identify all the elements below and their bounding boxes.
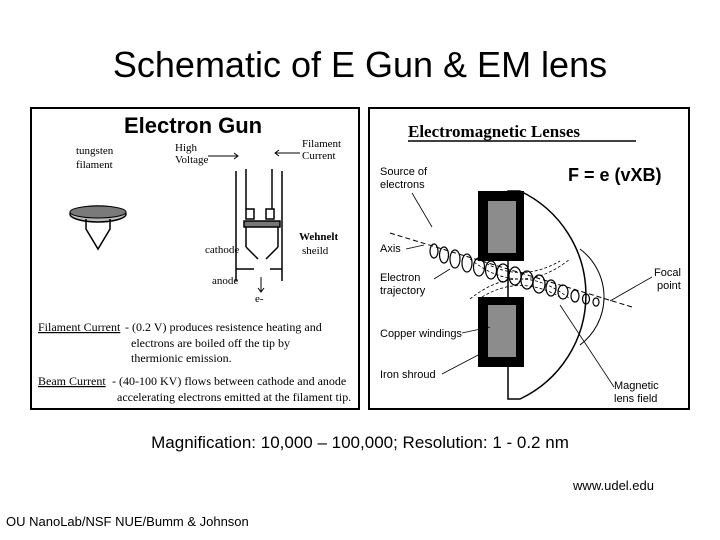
axis-line (389, 232, 633, 308)
electron-gun-svg: Electron Gun tungsten filament High Volt… (38, 113, 351, 404)
label-cathode: cathode (205, 244, 239, 256)
label-electrons: electrons (380, 179, 425, 191)
beam-current-line2: accelerating electrons emitted at the fi… (117, 390, 351, 404)
filament-current-term: Filament Current (38, 320, 121, 334)
label-lens-field: lens field (614, 393, 657, 405)
source-url: www.udel.edu (573, 478, 654, 493)
electron-arrow-icon (257, 277, 265, 293)
label-wehnelt: Wehnelt (299, 231, 338, 243)
gun-heading: Electron Gun (124, 113, 262, 138)
label-filament-current: Filament (302, 138, 341, 150)
copper-winding-top (488, 201, 516, 253)
label-tungsten: tungsten (76, 145, 114, 157)
label-point: point (657, 280, 681, 292)
label-trajectory: trajectory (380, 285, 426, 297)
beam-current-term: Beam Current (38, 374, 106, 388)
copper-winding-bottom (488, 305, 516, 357)
beam-current-text: - (40-100 KV) flows between cathode and … (112, 374, 346, 388)
electron-gun-diagram: Electron Gun tungsten filament High Volt… (30, 107, 360, 410)
gun-arrows (208, 149, 300, 160)
tungsten-filament-icon (69, 205, 127, 251)
slide-credit: OU NanoLab/NSF NUE/Bumm & Johnson (6, 514, 249, 529)
label-electron: Electron (380, 272, 420, 284)
label-axis: Axis (380, 243, 401, 255)
label-electron: e- (255, 293, 264, 305)
label-sheild: sheild (302, 245, 329, 257)
gun-assembly (235, 169, 283, 281)
label-copper-windings: Copper windings (380, 328, 462, 340)
label-high: High (175, 142, 198, 154)
lens-body (478, 190, 605, 400)
filament-current-text: - (0.2 V) produces resistence heating an… (125, 320, 322, 334)
leader-lines (405, 192, 653, 388)
electron-trajectory (429, 243, 600, 307)
label-current: Current (302, 150, 336, 162)
label-magnetic: Magnetic (614, 380, 659, 392)
electromagnetic-lens-diagram: Electromagnetic Lenses F = e (vXB) (368, 107, 690, 410)
lens-heading: Electromagnetic Lenses (408, 122, 580, 141)
filament-current-line3: thermionic emission. (131, 351, 232, 365)
label-source: Source of (380, 166, 428, 178)
label-voltage: Voltage (175, 154, 209, 166)
label-focal: Focal (654, 267, 681, 279)
filament-current-line2: electrons are boiled off the tip by (131, 336, 290, 350)
label-iron-shroud: Iron shroud (380, 369, 436, 381)
label-filament: filament (76, 159, 113, 171)
label-anode: anode (212, 275, 238, 287)
slide-title: Schematic of E Gun & EM lens (112, 44, 608, 85)
lens-formula: F = e (vXB) (568, 165, 662, 185)
em-lens-svg: Electromagnetic Lenses F = e (vXB) (380, 122, 681, 405)
slide-caption: Magnification: 10,000 – 100,000; Resolut… (151, 433, 569, 452)
